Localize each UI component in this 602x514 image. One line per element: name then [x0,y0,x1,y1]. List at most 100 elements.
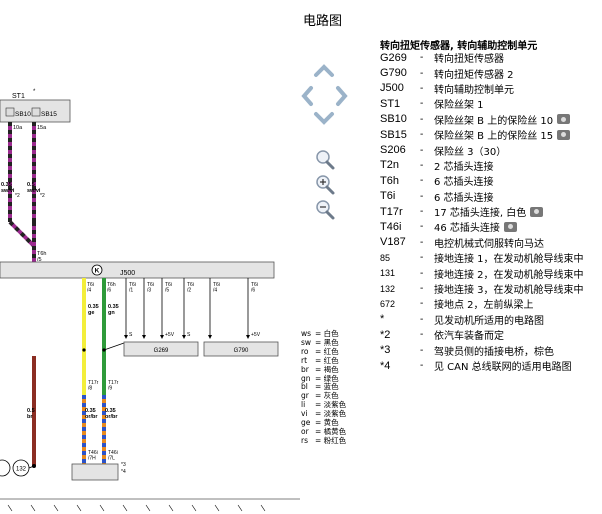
color-key-row: br= 褐色 [301,365,346,375]
legend-item: 131-接地连接 2，在发动机舱导线束中 [380,265,602,281]
legend-code: *2 [380,328,391,341]
legend-desc: 6 芯插头连接 [434,177,494,189]
legend-code: V187 [380,236,406,249]
color-name: = 蓝色 [315,382,339,392]
t46i-star3: *3 [121,462,126,468]
t46i-b-label: T46i [108,450,118,456]
legend-item: T17r-17 芯插头连接, 白色 [380,204,602,219]
color-key-row: rt = 红色 [301,355,346,366]
wire-label-a: sw/vi [1,188,15,194]
color-name: = 橘黄色 [315,426,347,436]
connector-pin-label: T6i [213,282,220,288]
ruler-tick [237,504,243,512]
color-name: = 黑色 [315,337,339,347]
zoom-in-icon[interactable] [316,175,335,195]
legend-item: ST1-保险丝架 1 [380,96,602,112]
color-code: gr [301,391,309,401]
t17r-a-label: T17r [88,380,99,386]
color-key-row: ge= 黄色 [301,418,346,428]
legend-dash: - [420,313,424,325]
zoom-fit-icon[interactable] [316,150,335,170]
camera-icon[interactable] [557,129,571,140]
color-code: ro [301,346,309,356]
legend-dash: - [420,298,424,310]
legend-item: *-见发动机所适用的电路图 [380,312,602,327]
legend-item: 672-接地点 2，左前纵梁上 [380,296,602,311]
control-unit-label: J500 [120,270,135,277]
pan-up-icon[interactable] [314,64,334,77]
color-code: rt [301,355,308,365]
legend-dash: - [420,144,424,156]
legend-dash: - [420,252,424,264]
zoom-out-icon[interactable] [316,200,335,220]
connector-pin-label: /3 [147,287,151,293]
connector-pin-label: T6i [187,282,194,288]
connector-pin-label: T6h [107,282,116,288]
legend-code: T2n [380,159,399,172]
control-unit-j500 [0,261,275,279]
color-name: = 淡紫色 [315,400,347,410]
legend-desc: 接地点 2，左前纵梁上 [434,300,534,312]
color-key-row: ro = 红色 [301,346,346,357]
legend-dash: - [420,267,424,279]
wire-label-b: sw/vi [27,188,41,194]
ruler-tick [260,504,266,512]
color-key-row: gr = 灰色 [301,391,346,401]
legend-desc: 依汽车装备而定 [434,331,504,343]
k-symbol-circle [91,264,103,276]
wire-ge-label: 0.35 [88,304,99,310]
sensor-s-label: S [187,332,191,338]
legend-heading: 转向扭矩传感器, 转向辅助控制单元 [380,41,538,52]
legend-dash: - [420,82,424,94]
legend-item: *3-驾驶员侧的插接电桥，棕色 [380,342,602,358]
legend-desc: 保险丝架 B 上的保险丝 10 [434,115,554,127]
junction-ge [82,348,86,352]
color-name: = 黄色 [315,418,339,428]
legend-desc: 见 CAN 总线联网的适用电路图 [434,362,572,373]
t17r-b-label: T17r [108,380,119,386]
connector-pin-label: T6i [129,282,136,288]
camera-icon[interactable] [530,206,544,217]
legend-desc: 接地连接 2，在发动机舱导线束中 [434,269,584,281]
color-name: = 灰色 [315,391,339,401]
connector-t46i [71,463,119,481]
legend-code: SB15 [380,128,407,141]
pan-right-icon[interactable] [336,86,348,106]
sensor-arrow [124,335,128,339]
legend-dash: - [420,206,424,218]
legend-desc: 电控机械式伺服转向马达 [434,238,544,250]
legend-dash: - [420,236,424,248]
wire-gn-label: 0.35 [108,304,119,310]
sensor-s-label: S [129,332,133,338]
legend-dash: - [420,52,424,64]
t46i-star4: *4 [121,469,126,475]
legend-dash: - [420,67,424,79]
legend-dash: - [420,159,424,171]
camera-icon[interactable] [503,221,517,232]
camera-icon[interactable] [557,114,571,125]
legend-item: S206-保险丝 3（30） [380,142,602,158]
ruler-tick [191,504,197,512]
color-name: = 红色 [315,355,339,365]
legend-code: T17r [380,205,403,218]
t46i-a-label: T46i [88,450,98,456]
legend-code: *3 [380,344,391,357]
legend-desc: 转向辅助控制单元 [434,84,514,96]
connector-pin-label: T6i [165,282,172,288]
t6h-pin: /5 [37,257,42,263]
legend-desc: 46 芯插头连接 [434,223,500,235]
pan-left-icon[interactable] [301,86,313,106]
page-title: 电路图 [303,14,343,29]
pin-15a: 15a [37,125,47,131]
connector-pin-label: /5 [165,287,169,293]
color-key-row: vi= 淡紫色 [301,409,346,419]
ruler-tick [122,504,128,512]
color-name: = 红色 [315,346,339,356]
sensor-arrow [142,335,146,339]
legend-desc: 2 芯插头连接 [434,161,494,173]
connector-pin-label: T6i [87,282,94,288]
fuse-sb15-icon [31,107,41,117]
color-code: li [301,400,306,410]
pan-down-icon[interactable] [314,112,334,125]
